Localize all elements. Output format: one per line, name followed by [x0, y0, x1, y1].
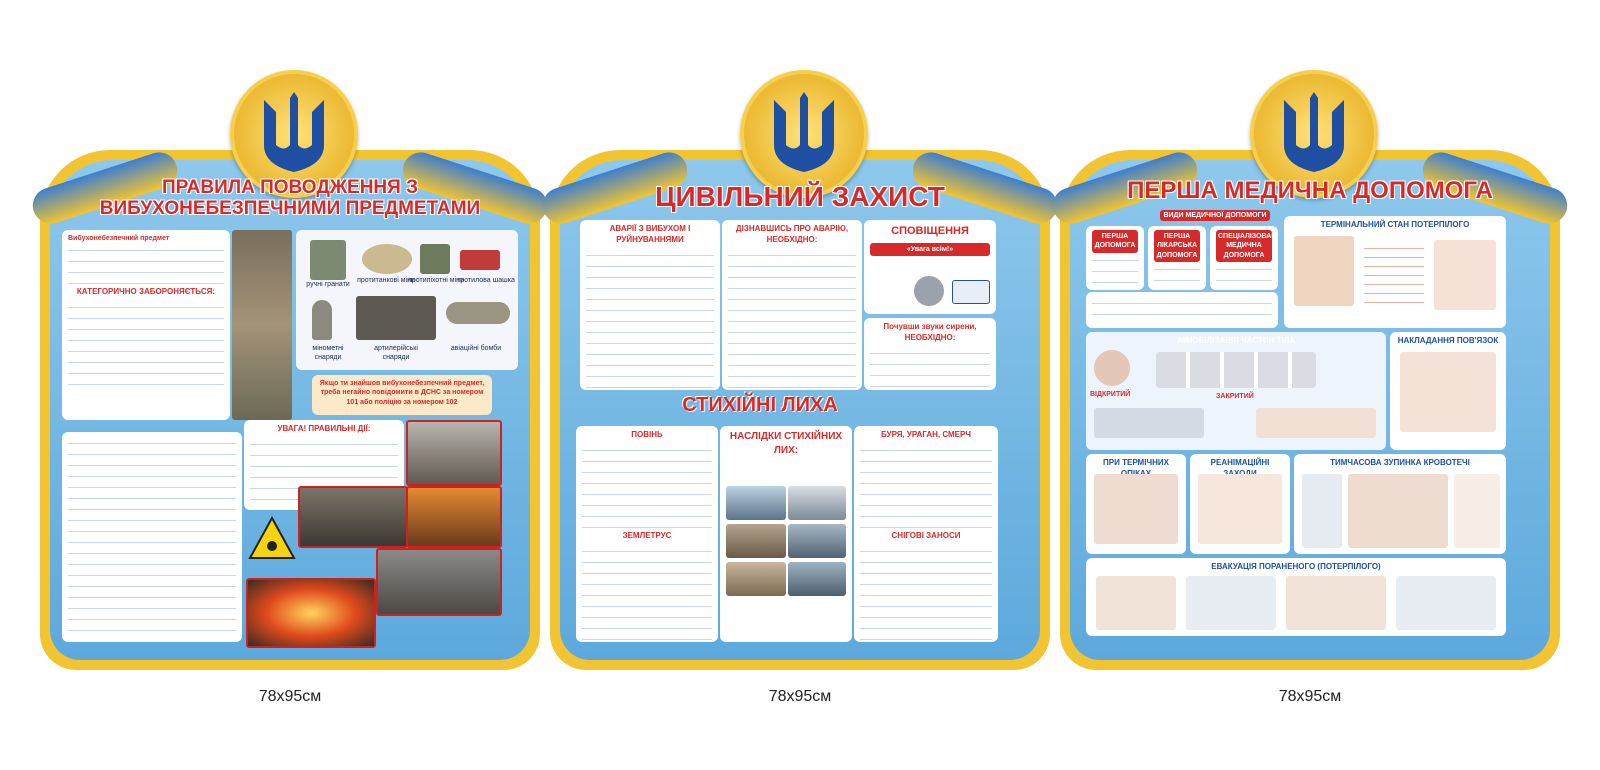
closed-label: ЗАКРИТИЙ [1216, 393, 1254, 400]
bandage-title: НАКЛАДАННЯ ПОВ'ЯЗОК [1397, 336, 1499, 345]
quake-title: ЗЕМЛЕТРУС [622, 530, 672, 540]
snow-title: СНІГОВІ ЗАНОСИ [891, 530, 961, 540]
evac-title: ЕВАКУАЦІЯ ПОРАНЕНОГО (ПОТЕРПІЛОГО) [1211, 562, 1381, 571]
explosive-warning-icon [248, 516, 296, 559]
intro-box: Вибухонебезпечний предмет КАТЕГОРИЧНО ЗА… [62, 230, 230, 420]
effects-title: НАСЛІДКИ СТИХІЙНИХ ЛИХ: [729, 431, 843, 456]
terminal-box: ТЕРМІНАЛЬНИЙ СТАН ПОТЕРПІЛОГО [1284, 216, 1506, 328]
open-label: ВІДКРИТИЙ [1090, 391, 1131, 398]
tryzub-icon [774, 92, 834, 172]
caption-mortar: мінометні снаряди [312, 345, 344, 362]
coat-of-arms-medal [740, 70, 868, 198]
stand-first-aid: ПЕРША МЕДИЧНА ДОПОМОГА ВИДИ МЕДИЧНОЇ ДОП… [1048, 70, 1572, 705]
siren-actions-box: Почувши звуки сирени, НЕОБХІДНО: [864, 318, 996, 390]
types-title: ВИДИ МЕДИЧНОЇ ДОПОМОГИ [1160, 210, 1270, 221]
type-specialized: СПЕЦІАЛІЗОВАНА МЕДИЧНА ДОПОМОГА [1210, 226, 1278, 290]
call-box: Якщо ти знайшов вибухонебезпечний предме… [312, 375, 492, 415]
storm-box: БУРЯ, УРАГАН, СМЕРЧ СНІГОВІ ЗАНОСИ [854, 426, 998, 642]
type-doctor: ПЕРША ЛІКАРСЬКА ДОПОМОГА [1148, 226, 1206, 290]
caption-antipersonnel: протипіхотні міни [408, 277, 464, 284]
accident-box: АВАРІЇ З ВИБУХОМ І РУЙНУВАННЯМИ [580, 220, 720, 390]
storm-title: БУРЯ, УРАГАН, СМЕРЧ [881, 430, 971, 439]
photo-ruins [298, 486, 408, 548]
photo-fire [406, 486, 502, 548]
accident-title: АВАРІЇ З ВИБУХОМ І РУЙНУВАННЯМИ [609, 224, 691, 244]
notify-title: СПОВІЩЕННЯ [891, 225, 969, 237]
photo-explosion-field [406, 420, 502, 486]
photo-blast [246, 578, 376, 648]
first-aid-list [1086, 292, 1278, 328]
bleeding-title: ТИМЧАСОВА ЗУПИНКА КРОВОТЕЧІ [1330, 458, 1470, 467]
stand-civil-defense: ЦИВІЛЬНИЙ ЗАХИСТ АВАРІЇ З ВИБУХОМ І РУЙН… [538, 70, 1062, 705]
warning-title: УВАГА! ПРАВИЛЬНІ ДІЇ: [277, 424, 371, 433]
type-doctor-label: ПЕРША ЛІКАРСЬКА ДОПОМОГА [1154, 230, 1200, 263]
siren-text: «Увага всім!» [870, 242, 990, 257]
title-line-2: ВИБУХОНЕБЕЗПЕЧНИМИ ПРЕДМЕТАМИ [99, 197, 481, 219]
type-first-label: ПЕРША ДОПОМОГА [1092, 230, 1138, 253]
photo-column [232, 230, 292, 420]
burns-title: ПРИ ТЕРМІЧНИХ ОПІКАХ [1103, 458, 1169, 478]
tryzub-icon [264, 92, 324, 172]
caption-antitank: протитанкові міни [357, 277, 415, 284]
notification-box: СПОВІЩЕННЯ «Увага всім!» [864, 220, 996, 314]
police-car-icon [952, 280, 990, 304]
description-box [62, 432, 242, 642]
stand-title: ЦИВІЛЬНИЙ ЗАХИСТ [655, 181, 945, 212]
coat-of-arms-medal [230, 70, 358, 198]
disasters-title: СТИХІЙНІ ЛИХА [682, 394, 838, 416]
ordnance-photos: ручні гранати протитанкові міни протипіх… [296, 230, 518, 370]
size-caption: 78х95см [258, 688, 322, 705]
forbidden-title: КАТЕГОРИЧНО ЗАБОРОНЯЄТЬСЯ: [76, 287, 216, 297]
learned-title: ДІЗНАВШИСЬ ПРО АВАРІЮ, НЕОБХІДНО: [735, 224, 849, 244]
learned-box: ДІЗНАВШИСЬ ПРО АВАРІЮ, НЕОБХІДНО: [722, 220, 862, 390]
flood-box: ПОВІНЬ ЗЕМЛЕТРУС [576, 426, 718, 642]
resuscitation-box: РЕАНІМАЦІЙНІ ЗАХОДИ [1190, 454, 1290, 554]
bleeding-box: ТИМЧАСОВА ЗУПИНКА КРОВОТЕЧІ [1294, 454, 1506, 554]
flood-title: ПОВІНЬ [631, 430, 663, 439]
coat-of-arms-medal [1250, 70, 1378, 198]
type-specialized-label: СПЕЦІАЛІЗОВАНА МЕДИЧНА ДОПОМОГА [1216, 230, 1278, 263]
resus-title: РЕАНІМАЦІЙНІ ЗАХОДИ [1210, 458, 1270, 478]
immobilization-box: ІММОБІЛІЗАЦІЯ ЧАСТИН ТІЛА ВІДКРИТИЙ ЗАКР… [1086, 332, 1386, 450]
caption-bombs: авіаційні бомби [450, 345, 502, 352]
size-caption: 78х95см [1278, 688, 1342, 705]
caption-tnt: тротилова шашка [457, 277, 515, 284]
evacuation-box: ЕВАКУАЦІЯ ПОРАНЕНОГО (ПОТЕРПІЛОГО) [1086, 558, 1506, 636]
effects-box: НАСЛІДКИ СТИХІЙНИХ ЛИХ: [720, 426, 852, 642]
photo-destroyed-building [376, 548, 502, 616]
siren-icon [914, 276, 944, 306]
tryzub-icon [1284, 92, 1344, 172]
open-fracture-icon [1094, 350, 1130, 386]
stand-explosives: ПРАВИЛА ПОВОДЖЕННЯ З ВИБУХОНЕБЕЗПЕЧНИМИ … [28, 70, 552, 705]
burns-box: ПРИ ТЕРМІЧНИХ ОПІКАХ [1086, 454, 1186, 554]
terminal-title: ТЕРМІНАЛЬНИЙ СТАН ПОТЕРПІЛОГО [1320, 220, 1470, 229]
caption-artillery: артилерійські снаряди [374, 345, 418, 362]
stand-title: ПРАВИЛА ПОВОДЖЕННЯ З ВИБУХОНЕБЕЗПЕЧНИМИ … [50, 177, 530, 220]
title-line-1: ПРАВИЛА ПОВОДЖЕННЯ З [162, 177, 418, 198]
heard-title: Почувши звуки сирени, НЕОБХІДНО: [883, 322, 977, 342]
immobil-title: ІММОБІЛІЗАЦІЯ ЧАСТИН ТІЛА [1176, 336, 1296, 345]
intro-title: Вибухонебезпечний предмет [68, 235, 170, 242]
stand-title: ПЕРША МЕДИЧНА ДОПОМОГА [1127, 177, 1493, 204]
type-first: ПЕРША ДОПОМОГА [1086, 226, 1144, 290]
caption-grenades: ручні гранати [306, 281, 350, 288]
bandage-box: НАКЛАДАННЯ ПОВ'ЯЗОК [1390, 332, 1506, 450]
size-caption: 78х95см [768, 688, 832, 705]
